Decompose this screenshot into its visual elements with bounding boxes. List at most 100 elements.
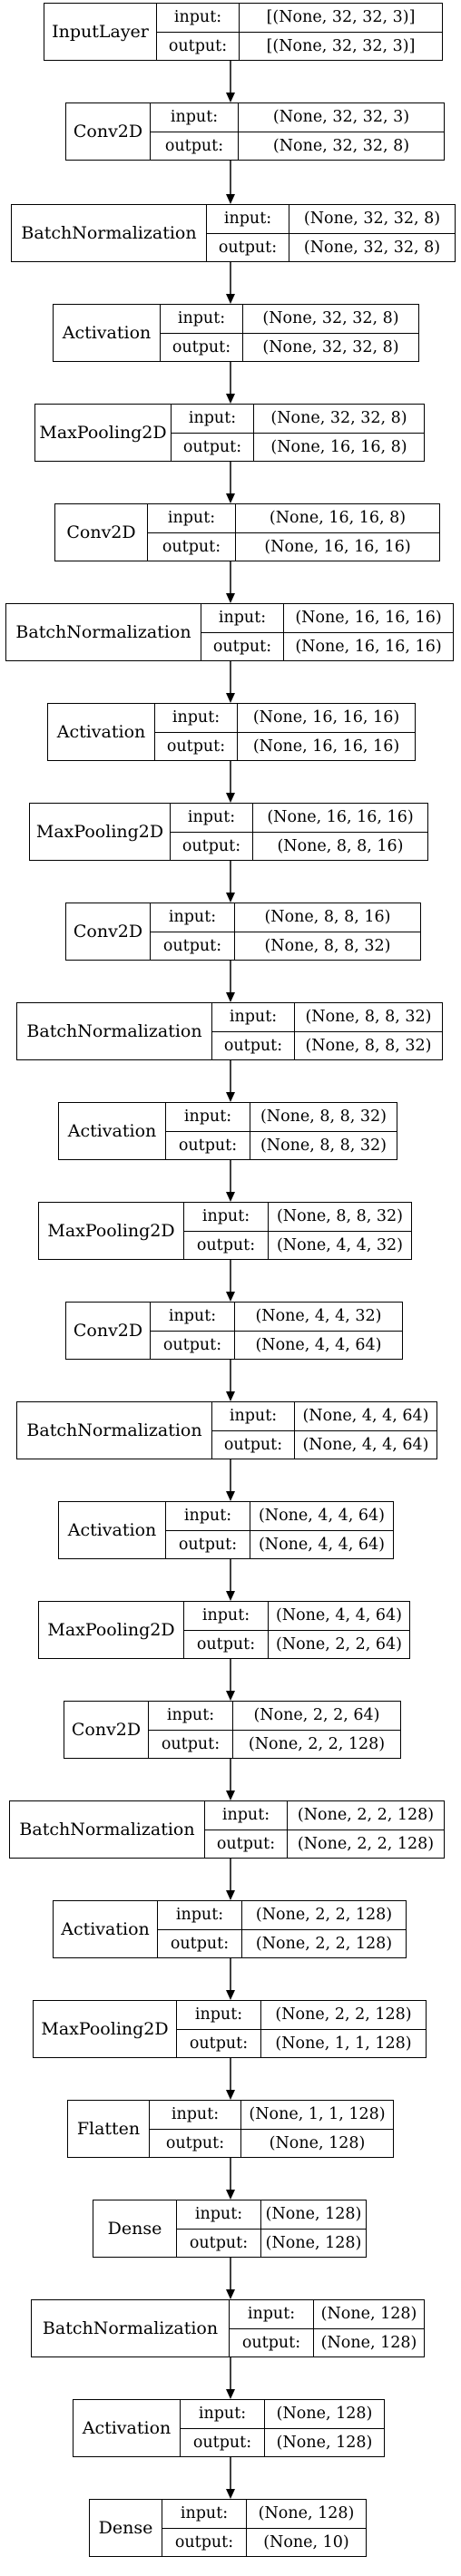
layer-name: BatchNormalization	[12, 205, 207, 261]
input-label: input:	[149, 1702, 232, 1731]
layer-name: Dense	[90, 2500, 162, 2556]
layer-name: MaxPooling2D	[35, 405, 172, 461]
io-shape-column: (None, 8, 8, 16)(None, 8, 8, 32)	[235, 903, 420, 960]
io-shape-column: (None, 128)(None, 128)	[261, 2200, 366, 2257]
io-shape-column: (None, 8, 8, 32)(None, 4, 4, 32)	[269, 1203, 411, 1259]
output-shape: (None, 2, 2, 64)	[275, 1634, 403, 1654]
output-label: output:	[178, 1136, 238, 1155]
input-shape: (None, 32, 32, 8)	[289, 205, 455, 234]
io-key-column: input:output:	[230, 2300, 314, 2356]
edge-arrowhead	[226, 1391, 235, 1401]
input-label: input:	[161, 305, 242, 334]
output-shape: (None, 128)	[320, 2333, 417, 2352]
input-label: input:	[158, 1901, 241, 1930]
layer-name: MaxPooling2D	[39, 1602, 184, 1658]
io-shape-column: (None, 32, 32, 3)(None, 32, 32, 8)	[239, 103, 444, 160]
output-shape: (None, 16, 16, 8)	[270, 437, 407, 456]
edge-arrowhead	[226, 2090, 235, 2100]
input-shape: (None, 8, 8, 32)	[295, 1003, 442, 1032]
io-key-column: input:output:	[149, 1702, 233, 1758]
input-label: input:	[184, 1602, 268, 1631]
output-shape: (None, 2, 2, 128)	[248, 1734, 386, 1753]
output-label: output:	[241, 2333, 301, 2352]
io-key-column: input:output:	[212, 1402, 295, 1459]
edge-arrowhead	[226, 1990, 235, 2000]
output-label: output:	[166, 737, 226, 756]
io-shape-column: (None, 2, 2, 64) (None, 2, 2, 128)	[233, 1702, 400, 1758]
output-shape: (None, 16, 16, 16)	[295, 637, 442, 656]
input-shape: (None, 2, 2, 128)	[242, 1901, 406, 1930]
layer-name: Activation	[54, 1901, 158, 1957]
input-shape: (None, 4, 4, 64)	[269, 1602, 409, 1631]
input-label: input:	[151, 903, 234, 932]
io-key-column: input:output:	[151, 903, 235, 960]
input-label: input:	[150, 2101, 240, 2130]
input-label: input:	[205, 1801, 287, 1830]
edge-arrowhead	[226, 1092, 235, 1102]
output-shape: [(None, 32, 32, 3)]	[266, 36, 416, 55]
edge-arrowhead	[226, 194, 235, 204]
output-shape: (None, 32, 32, 8)	[272, 136, 410, 155]
layer-name: Conv2D	[66, 1303, 151, 1359]
layer-name: Activation	[74, 2400, 181, 2456]
edge-arrowhead	[226, 1192, 235, 1202]
layer-name: Flatten	[68, 2101, 150, 2157]
edge-arrowhead	[226, 1591, 235, 1601]
io-shape-column: (None, 8, 8, 32)(None, 8, 8, 32)	[295, 1003, 442, 1059]
edge-arrowhead	[226, 1691, 235, 1701]
io-key-column: input:output:	[177, 2200, 261, 2257]
output-shape: (None, 8, 8, 16)	[277, 836, 404, 855]
output-shape: (None, 32, 32, 8)	[303, 238, 441, 257]
input-shape: (None, 16, 16, 16)	[253, 804, 427, 833]
input-label: input:	[151, 103, 238, 132]
io-shape-column: (None, 128)(None, 10)	[247, 2500, 366, 2556]
io-key-column: input:output:	[148, 504, 236, 561]
edge-arrowhead	[226, 2289, 235, 2299]
layer-name: BatchNormalization	[17, 1003, 212, 1059]
input-label: input:	[166, 1103, 250, 1132]
layer-name: BatchNormalization	[17, 1402, 212, 1459]
input-label: input:	[151, 1303, 234, 1332]
layer-name: Activation	[48, 704, 155, 760]
output-shape: (None, 1, 1, 128)	[275, 2034, 412, 2053]
output-shape: (None, 32, 32, 8)	[262, 337, 399, 356]
io-shape-column: (None, 16, 16, 8)(None, 16, 16, 16)	[236, 504, 439, 561]
io-shape-column: (None, 2, 2, 128)(None, 1, 1, 128)	[261, 2001, 426, 2057]
io-key-column: input:output:	[184, 1602, 269, 1658]
io-shape-column: (None, 2, 2, 128)(None, 2, 2, 128)	[242, 1901, 406, 1957]
output-shape: (None, 4, 4, 64)	[258, 1535, 386, 1554]
input-shape: (None, 1, 1, 128)	[241, 2101, 393, 2130]
edge-arrowhead	[226, 593, 235, 603]
edge-arrowhead	[226, 893, 235, 903]
input-shape: (None, 4, 4, 64)	[295, 1402, 436, 1431]
input-shape: (None, 8, 8, 32)	[250, 1103, 397, 1132]
output-shape: (None, 8, 8, 32)	[260, 1136, 387, 1155]
io-key-column: input:output:	[181, 2400, 265, 2456]
output-label: output:	[181, 836, 241, 855]
io-shape-column: (None, 128)(None, 128)	[265, 2400, 384, 2456]
layer-name: BatchNormalization	[32, 2300, 230, 2356]
io-shape-column: (None, 4, 4, 64) (None, 2, 2, 64)	[269, 1602, 409, 1658]
output-label: output:	[178, 1535, 238, 1554]
layer-name: Activation	[59, 1502, 166, 1558]
output-label: output:	[168, 36, 228, 55]
edge-arrowhead	[226, 93, 235, 102]
layer-name: Activation	[54, 305, 161, 361]
input-label: input:	[148, 504, 235, 533]
output-label: output:	[223, 1435, 283, 1454]
input-shape: [(None, 32, 32, 3)]	[240, 4, 442, 33]
output-shape: (None, 4, 4, 64)	[302, 1435, 429, 1454]
output-label: output:	[164, 136, 224, 155]
layer-name: Conv2D	[66, 903, 151, 960]
io-key-column: input:output:	[205, 1801, 288, 1858]
edge-arrowhead	[226, 2190, 235, 2200]
edge-arrowhead	[226, 693, 235, 703]
io-shape-column: (None, 4, 4, 64)(None, 4, 4, 64)	[250, 1502, 393, 1558]
output-label: output:	[189, 2034, 249, 2053]
input-shape: (None, 2, 2, 64)	[233, 1702, 400, 1731]
